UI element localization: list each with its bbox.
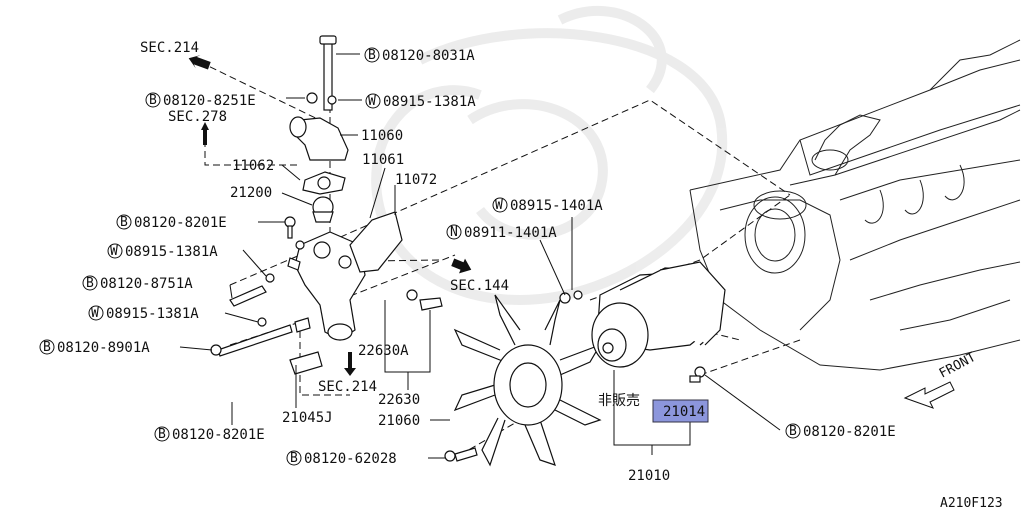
label-b8251e: 08120-8251E xyxy=(163,93,256,109)
prefix-b8031a: B xyxy=(368,48,376,63)
front-direction-arrow xyxy=(903,381,955,409)
label-11062: 11062 xyxy=(232,158,274,174)
label-22630: 22630 xyxy=(378,392,420,408)
highlight-21014 xyxy=(652,399,709,423)
label-sec278: SEC.278 xyxy=(168,109,227,125)
label-21010: 21010 xyxy=(628,468,670,484)
prefix-w1381a-mid: W xyxy=(110,244,118,259)
figure-code: A210F123 xyxy=(940,496,1003,511)
label-21014: 21014 xyxy=(663,404,705,420)
prefix-b8201e-c: B xyxy=(789,424,797,439)
label-b8201e-a: 08120-8201E xyxy=(134,215,227,231)
prefix-n1401a: N xyxy=(450,225,458,240)
prefix-w1381a-top: W xyxy=(368,94,376,109)
label-sec144: SEC.144 xyxy=(450,278,509,294)
label-n1401a: 08911-1401A xyxy=(464,225,557,241)
water-pump-illustration xyxy=(559,261,726,383)
label-11060: 11060 xyxy=(361,128,403,144)
label-b62028: 08120-62028 xyxy=(304,451,397,467)
label-21045j: 21045J xyxy=(282,410,333,426)
water-outlet-parts xyxy=(210,35,443,375)
label-b8201e-b: 08120-8201E xyxy=(172,427,265,443)
leader-lines xyxy=(179,53,781,459)
label-w1381a-mid: 08915-1381A xyxy=(125,244,218,260)
prefix-w1381a-low: W xyxy=(91,306,99,321)
prefix-b8251e: B xyxy=(149,93,157,108)
label-not-sold: 非販売 xyxy=(598,393,640,409)
label-11061: 11061 xyxy=(362,152,404,168)
front-label: FRONT xyxy=(937,350,979,382)
label-sec214-top: SEC.214 xyxy=(140,40,199,56)
label-sec214-bottom: SEC.214 xyxy=(318,379,377,395)
prefix-b8901a: B xyxy=(43,340,51,355)
label-w1401a: 08915-1401A xyxy=(510,198,603,214)
label-w1381a-low: 08915-1381A xyxy=(106,306,199,322)
label-b8201e-c: 08120-8201E xyxy=(803,424,896,440)
cooling-fan-illustration xyxy=(444,294,602,467)
section-arrows xyxy=(188,55,472,376)
label-b8751a: 08120-8751A xyxy=(100,276,193,292)
label-22630a: 22630A xyxy=(358,343,409,359)
label-b8901a: 08120-8901A xyxy=(57,340,150,356)
label-b8031a: 08120-8031A xyxy=(382,48,475,64)
label-11072: 11072 xyxy=(395,172,437,188)
prefix-b8201e-a: B xyxy=(120,215,128,230)
label-21060: 21060 xyxy=(378,413,420,429)
prefix-circles xyxy=(39,47,801,466)
prefix-b62028: B xyxy=(290,451,298,466)
prefix-b8751a: B xyxy=(86,276,94,291)
engine-block-illustration xyxy=(689,39,1021,371)
label-21200: 21200 xyxy=(230,185,272,201)
callout-labels: SEC.214 SEC.278 SEC.144 SEC.214 B 08120-… xyxy=(43,40,1003,511)
prefix-b8201e-b: B xyxy=(158,427,166,442)
prefix-w1401a: W xyxy=(495,198,503,213)
label-w1381a-top: 08915-1381A xyxy=(383,94,476,110)
